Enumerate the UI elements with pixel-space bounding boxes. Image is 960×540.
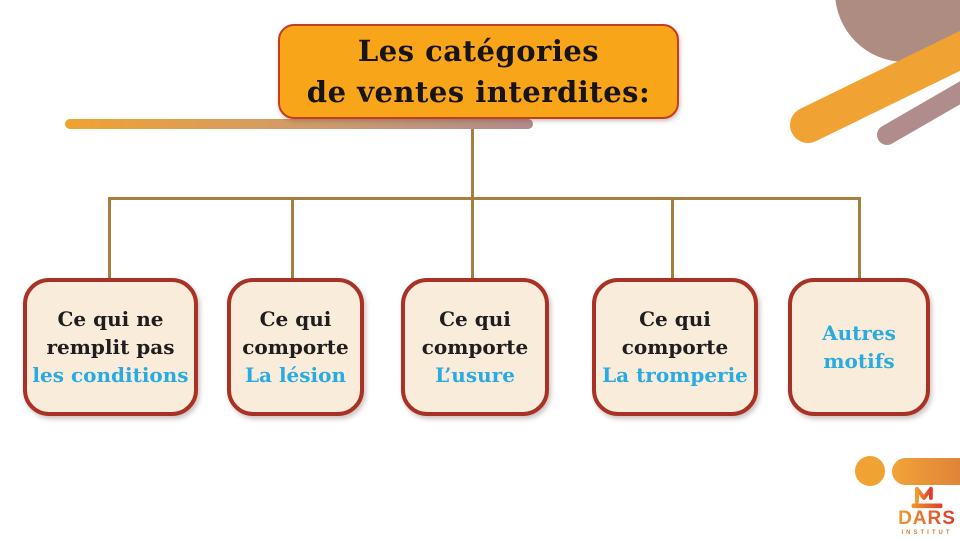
title-box: Les catégories de ventes interdites: bbox=[278, 24, 679, 119]
category-box-autres: Autres motifs bbox=[788, 278, 930, 416]
connector-drop-3 bbox=[471, 199, 474, 279]
decorative-bottom-bar bbox=[892, 458, 960, 485]
decorative-circle bbox=[855, 456, 885, 486]
category-box-lesion: Ce qui comporte La lésion bbox=[227, 278, 364, 416]
category-box-usure: Ce qui comporte L’usure bbox=[401, 278, 549, 416]
page-title: Les catégories de ventes interdites: bbox=[306, 33, 651, 109]
logo-name: DARS bbox=[898, 508, 956, 529]
category-black-text: Ce qui comporte bbox=[421, 307, 529, 359]
connector-stem bbox=[471, 113, 474, 199]
connector-horizontal bbox=[108, 197, 861, 200]
category-black-text: Ce qui comporte bbox=[621, 307, 729, 359]
category-box-conditions: Ce qui ne remplit pas les conditions bbox=[23, 278, 198, 416]
category-black-text: Ce qui comporte bbox=[242, 307, 349, 359]
category-blue-text: Autres motifs bbox=[822, 321, 896, 373]
connector-drop-2 bbox=[291, 199, 294, 279]
connector-drop-5 bbox=[858, 199, 861, 279]
category-blue-text: La tromperie bbox=[602, 363, 748, 387]
connector-drop-1 bbox=[108, 199, 111, 279]
dars-m-icon bbox=[910, 483, 944, 510]
dars-logo: DARS INSTITUT bbox=[896, 483, 958, 536]
connector-drop-4 bbox=[671, 199, 674, 279]
title-underline-bar bbox=[65, 119, 533, 129]
category-box-tromperie: Ce qui comporte La tromperie bbox=[592, 278, 758, 416]
category-blue-text: L’usure bbox=[435, 363, 515, 387]
category-black-text: Ce qui ne remplit pas bbox=[46, 307, 175, 359]
category-blue-text: La lésion bbox=[244, 363, 347, 387]
category-blue-text: les conditions bbox=[32, 363, 189, 387]
logo-subtitle: INSTITUT bbox=[901, 530, 953, 536]
